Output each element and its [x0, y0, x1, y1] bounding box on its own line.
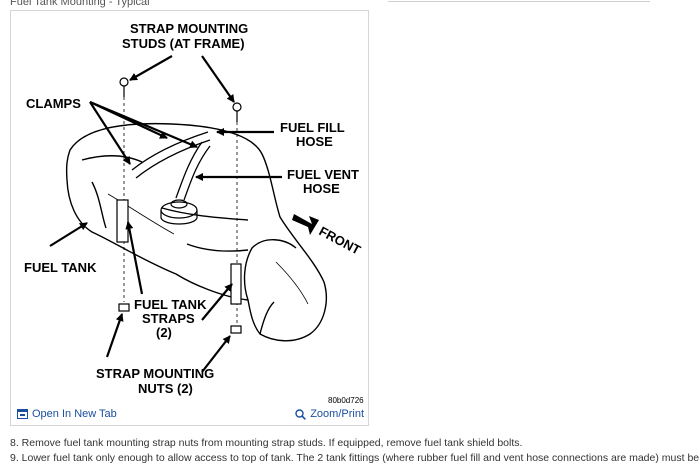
magnifier-icon [295, 408, 307, 420]
strap-studs [119, 77, 242, 122]
label-strap-mounting-nuts-line1: STRAP MOUNTING [96, 366, 214, 381]
figure-frame: STRAP MOUNTING STUDS (AT FRAME) CLAMPS F… [10, 10, 369, 426]
label-fuel-tank-straps-line1: FUEL TANK [134, 297, 207, 312]
step-9: 9. Lower fuel tank only enough to allow … [10, 451, 699, 464]
filler-cap [160, 199, 198, 225]
figure-footer: Open In New Tab Zoom/Print [11, 403, 368, 425]
label-fuel-tank-straps-line2: STRAPS [142, 311, 195, 326]
figure-code: 80b0d726 [328, 396, 364, 405]
zoom-print-link[interactable]: Zoom/Print [295, 408, 364, 420]
fuel-tank-diagram: STRAP MOUNTING STUDS (AT FRAME) CLAMPS F… [24, 21, 364, 405]
strap-nuts [118, 303, 242, 334]
label-fuel-tank-straps-line3: (2) [156, 325, 172, 340]
figure-caption: Fuel Tank Mounting - Typical [10, 0, 150, 8]
open-in-new-tab-link[interactable]: Open In New Tab [17, 408, 117, 420]
leader-lines [49, 55, 282, 373]
top-divider [388, 1, 650, 2]
open-in-new-tab-label: Open In New Tab [32, 408, 117, 420]
label-strap-mounting-studs-line2: STUDS (AT FRAME) [122, 36, 245, 51]
label-fuel-tank: FUEL TANK [24, 260, 97, 275]
label-strap-mounting-studs-line1: STRAP MOUNTING [130, 21, 248, 36]
tank-straps [116, 199, 242, 305]
label-strap-mounting-nuts-line2: NUTS (2) [138, 381, 193, 396]
front-arrow-icon [292, 214, 319, 235]
fuel-hoses [131, 131, 211, 201]
label-fuel-fill-hose-line1: FUEL FILL [280, 120, 345, 135]
label-front: FRONT [317, 223, 364, 257]
label-fuel-fill-hose-line2: HOSE [296, 134, 333, 149]
label-fuel-vent-hose-line1: FUEL VENT [287, 167, 359, 182]
zoom-print-label: Zoom/Print [310, 408, 364, 420]
label-fuel-vent-hose-line2: HOSE [303, 181, 340, 196]
label-clamps: CLAMPS [26, 96, 81, 111]
procedure-steps: 8. Remove fuel tank mounting strap nuts … [10, 436, 699, 465]
fuel-tank-drawing [65, 122, 328, 342]
open-tab-icon [17, 409, 28, 419]
step-8: 8. Remove fuel tank mounting strap nuts … [10, 437, 523, 449]
